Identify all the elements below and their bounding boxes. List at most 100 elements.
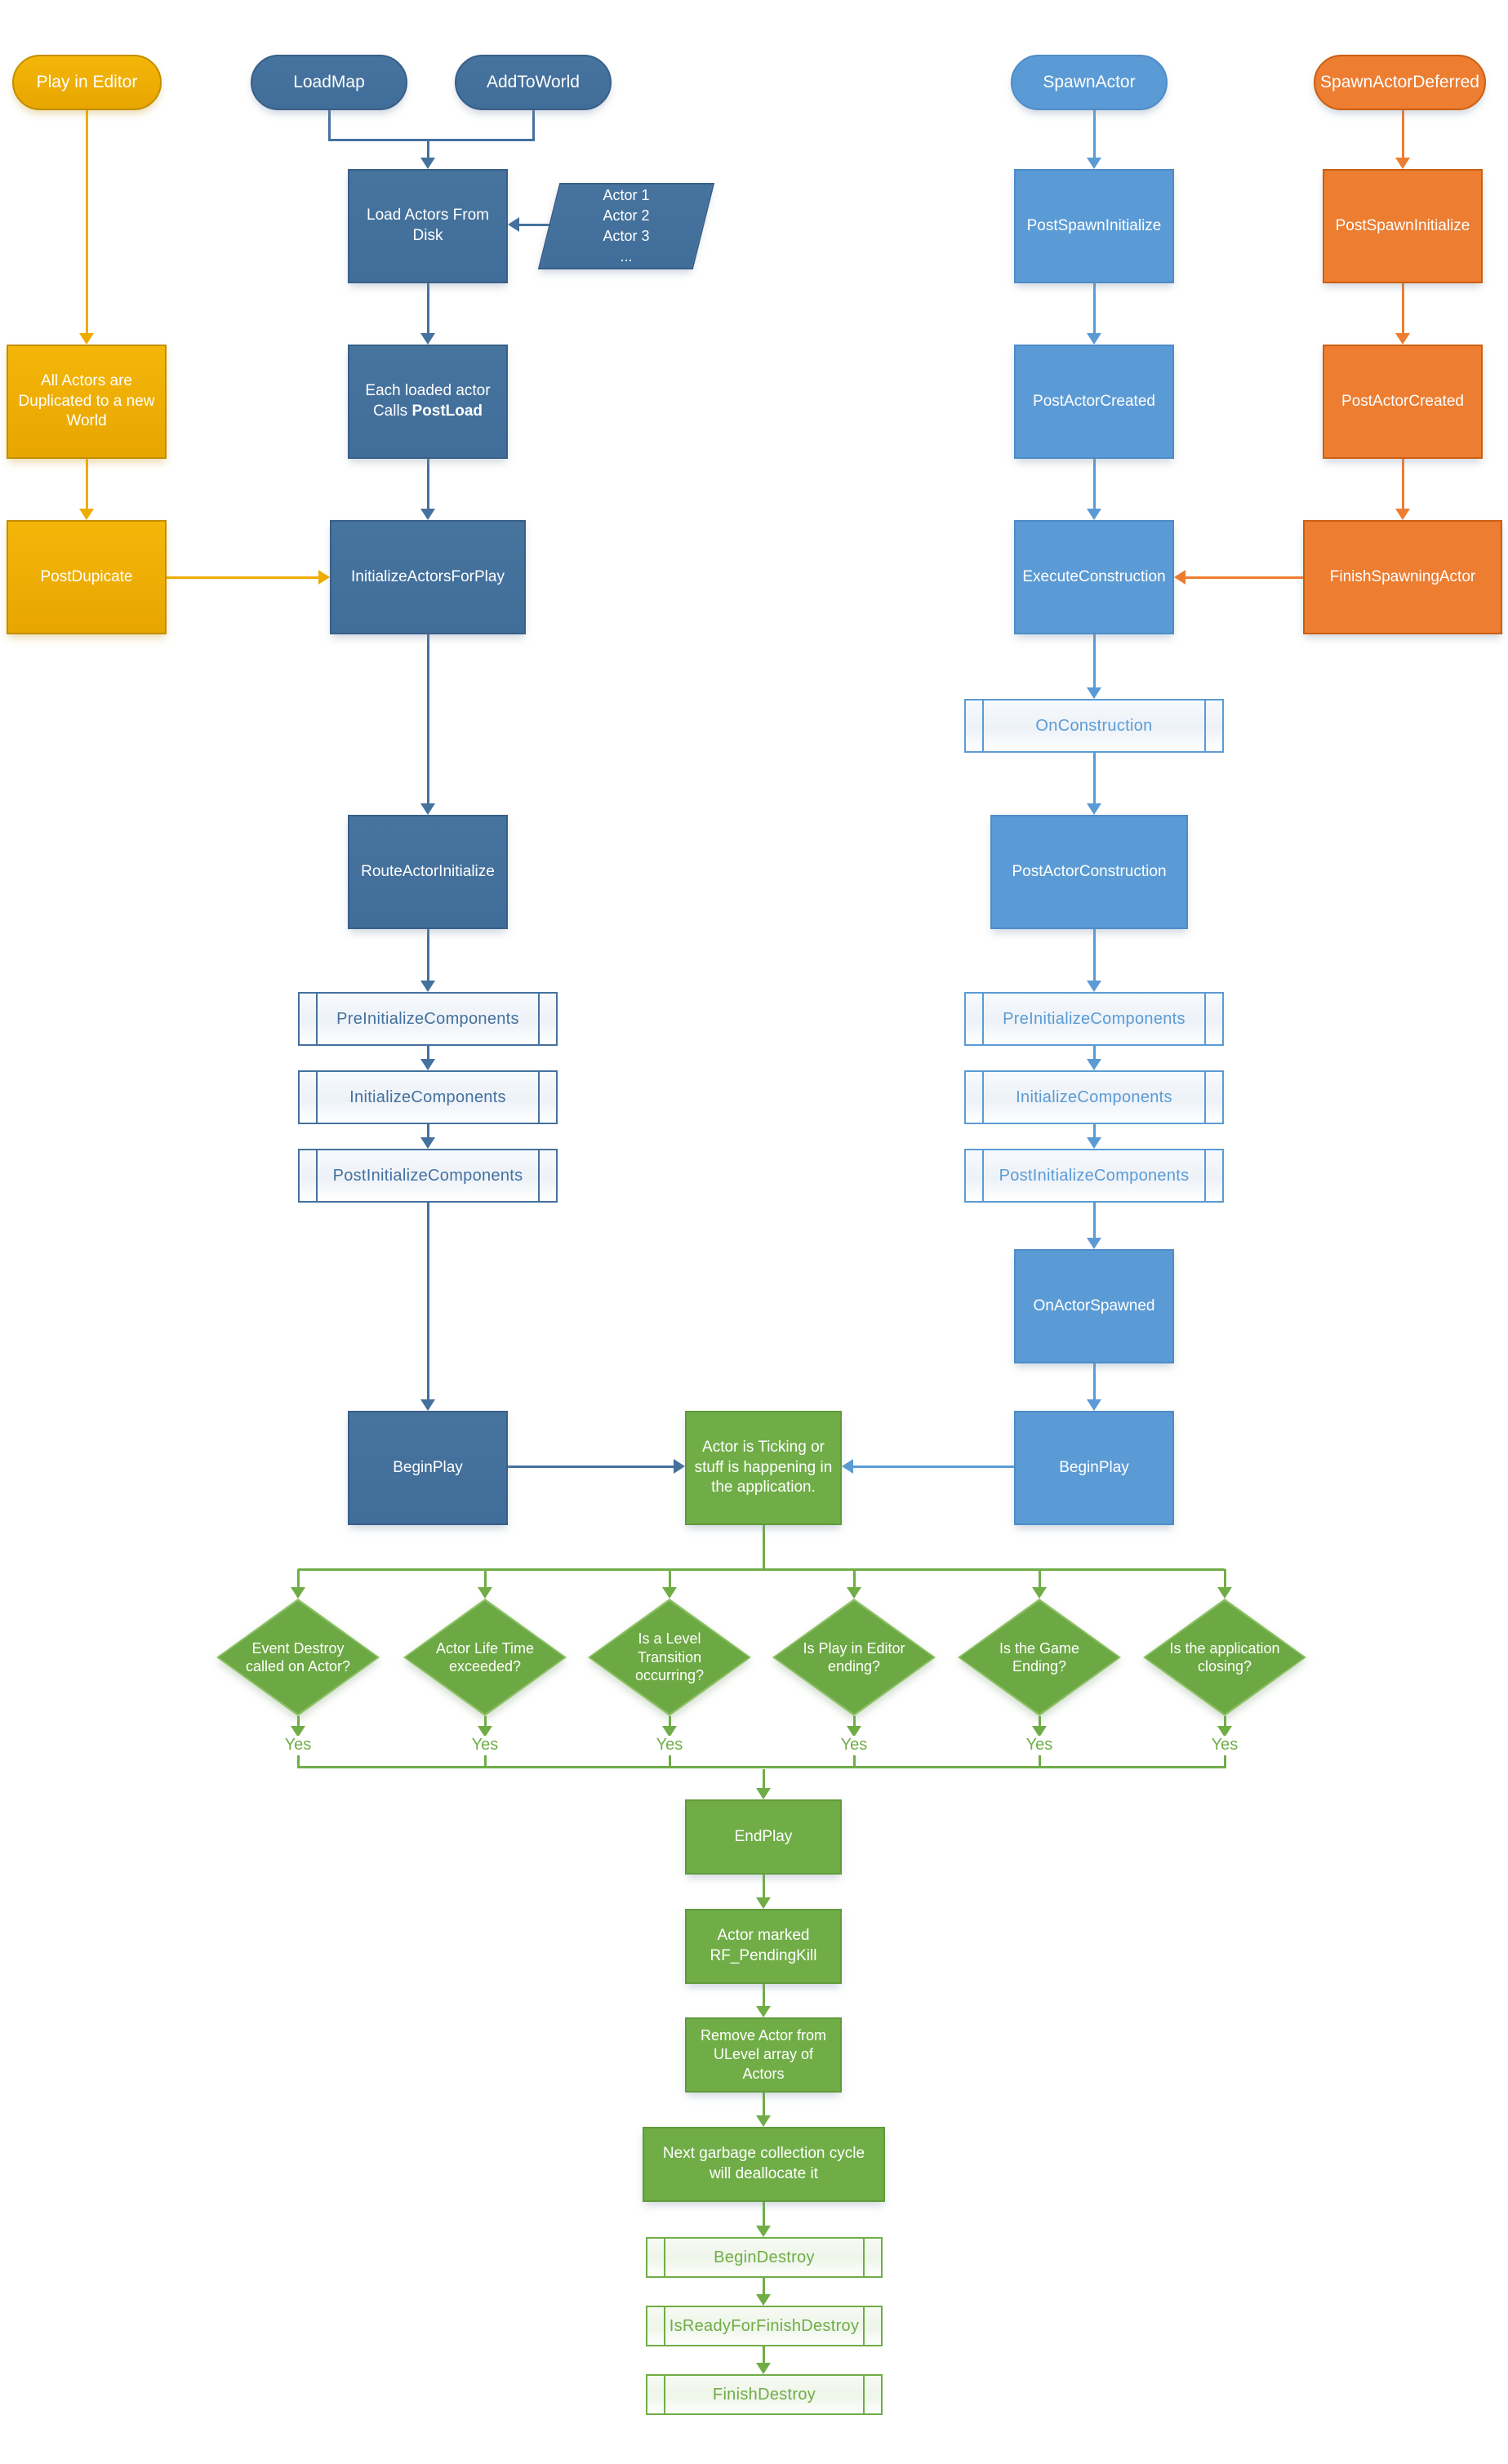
arrowhead-onactorspawned-to-beginplay-right <box>1087 1399 1101 1411</box>
arrowhead-loadactors-to-postload <box>420 333 435 345</box>
terminator-addtoworld: AddToWorld <box>455 55 612 110</box>
connector-precomponents-to-initcomponents-left <box>426 1046 429 1059</box>
diamond-text: Actor Life Time exceeded? <box>435 1639 535 1675</box>
arrowhead-initializeactorsforplay-to-routeactorinitialize <box>420 803 435 815</box>
arrowhead-diamond-to-yes-6 <box>1217 1726 1232 1737</box>
arrowhead-initcomponents-to-postcomponents-right <box>1087 1137 1101 1149</box>
diamond-text: Is Play in Editor ending? <box>803 1639 905 1675</box>
connector-yes-to-joinbar-5 <box>1038 1755 1041 1768</box>
connector-endplay-to-pendingkill <box>762 1875 765 1897</box>
arrowhead-branch-drop-1 <box>291 1587 305 1599</box>
connector-yes-to-joinbar-6 <box>1223 1755 1226 1768</box>
connector-diamond-to-yes-6 <box>1223 1716 1226 1726</box>
connector-beginplay-right-to-ticking <box>853 1465 1014 1468</box>
decision-event-destroy: Event Destroy called on Actor? <box>216 1599 380 1716</box>
connector-onactorspawned-to-beginplay-right <box>1092 1363 1096 1399</box>
process-postactorcreated-deferred: PostActorCreated <box>1323 345 1483 459</box>
arrowhead-diamond-to-yes-4 <box>847 1726 861 1737</box>
connector-spawnactordeferred-to-postspawninitialize <box>1401 110 1404 158</box>
arrowhead-postdupicate-to-initializeactorsforplay <box>318 570 330 585</box>
subroutine-postinitializecomponents-left: PostInitializeComponents <box>298 1149 558 1203</box>
connector-onconstruction-to-postactorconstruction <box>1092 753 1096 803</box>
connector-diamond-to-yes-2 <box>483 1716 487 1726</box>
decision-app-closing: Is the application closing? <box>1143 1599 1306 1716</box>
label-yes-6: Yes <box>1200 1736 1249 1755</box>
connector-ticking-down <box>762 1525 765 1571</box>
connector-remove-to-garbage <box>762 2093 765 2115</box>
connector-executeconstruction-to-onconstruction <box>1092 634 1096 687</box>
connector-initcomponents-to-postcomponents-right <box>1092 1124 1096 1137</box>
process-postactorconstruction: PostActorConstruction <box>990 815 1188 929</box>
arrowhead-endplay-to-pendingkill <box>756 1897 771 1909</box>
arrowhead-diamond-to-yes-3 <box>662 1726 677 1737</box>
connector-pendingkill-to-remove <box>762 1984 765 2006</box>
arrowhead-onconstruction-to-postactorconstruction <box>1087 803 1101 815</box>
connector-yes-to-joinbar-4 <box>852 1755 856 1768</box>
diamond-text: Is a Level Transition occurring? <box>634 1630 705 1684</box>
connector-merge-to-loadactors <box>426 140 429 158</box>
connector-branch-drop-5 <box>1038 1569 1041 1587</box>
subroutine-initializecomponents-left: InitializeComponents <box>298 1070 558 1124</box>
label-yes-3: Yes <box>645 1736 694 1755</box>
connector-beginplay-left-to-ticking <box>508 1465 674 1468</box>
subroutine-postinitializecomponents-right: PostInitializeComponents <box>964 1149 1224 1203</box>
arrowhead-begindestroy-to-isready <box>756 2294 771 2306</box>
connector-begindestroy-to-isready <box>762 2278 765 2294</box>
process-load-actors-from-disk: Load Actors From Disk <box>348 169 508 283</box>
process-postspawninitialize-spawn: PostSpawnInitialize <box>1014 169 1174 283</box>
arrowhead-branch-drop-5 <box>1032 1587 1047 1599</box>
connector-branch-drop-4 <box>852 1569 856 1587</box>
process-postload: Each loaded actor Calls PostLoad <box>348 345 508 459</box>
label-yes-4: Yes <box>830 1736 879 1755</box>
connector-merge-bar <box>329 138 535 141</box>
connector-isready-to-finishdestroy <box>762 2346 765 2363</box>
arrowhead-initcomponents-to-postcomponents-left <box>420 1137 435 1149</box>
arrowhead-beginplay-left-to-ticking <box>674 1459 685 1474</box>
connector-garbage-to-begindestroy <box>762 2202 765 2226</box>
arrowhead-postactorconstruction-to-precomponents <box>1087 981 1101 992</box>
connector-join-bar <box>298 1765 1225 1768</box>
process-beginplay-right: BeginPlay <box>1014 1411 1174 1525</box>
label-yes-1: Yes <box>274 1736 323 1755</box>
terminator-spawnactordeferred: SpawnActorDeferred <box>1314 55 1486 110</box>
process-pendingkill: Actor marked RF_PendingKill <box>685 1909 842 1984</box>
arrowhead-diamond-to-yes-1 <box>291 1726 305 1737</box>
postload-bold: PostLoad <box>411 403 483 420</box>
arrowhead-executeconstruction-to-onconstruction <box>1087 687 1101 699</box>
connector-loadmap-down <box>327 110 331 141</box>
process-actor-ticking: Actor is Ticking or stuff is happening i… <box>685 1411 842 1525</box>
connector-postactorconstruction-to-precomponents <box>1092 929 1096 981</box>
decision-level-transition: Is a Level Transition occurring? <box>588 1599 751 1716</box>
label-yes-2: Yes <box>460 1736 509 1755</box>
connector-postactorcreated-to-finishspawningactor <box>1401 459 1404 509</box>
connector-branch-drop-2 <box>483 1569 487 1587</box>
subroutine-begindestroy: BeginDestroy <box>646 2237 883 2278</box>
connector-initializeactorsforplay-to-routeactorinitialize <box>426 634 429 803</box>
connector-postspawninitialize-to-postactorcreated <box>1092 283 1096 333</box>
postload-text: Each loaded actor Calls PostLoad <box>365 382 491 420</box>
subroutine-preinitializecomponents-left: PreInitializeComponents <box>298 992 558 1046</box>
arrowhead-isready-to-finishdestroy <box>756 2363 771 2374</box>
arrowhead-remove-to-garbage <box>756 2115 771 2127</box>
connector-postload-to-initializeactorsforplay <box>426 459 429 509</box>
arrowhead-postspawninitialize-to-postactorcreated-o <box>1395 333 1410 345</box>
arrowhead-branch-drop-4 <box>847 1587 861 1599</box>
arrowhead-precomponents-to-initcomponents-right <box>1087 1059 1101 1070</box>
connector-yes-to-joinbar-3 <box>668 1755 671 1768</box>
diamond-text: Is the Game Ending? <box>999 1639 1080 1675</box>
arrowhead-precomponents-to-initcomponents-left <box>420 1059 435 1070</box>
arrowhead-beginplay-right-to-ticking <box>842 1459 853 1474</box>
process-onactorspawned: OnActorSpawned <box>1014 1249 1174 1363</box>
subroutine-isreadyforfinishdestroy: IsReadyForFinishDestroy <box>646 2306 883 2346</box>
arrowhead-pendingkill-to-remove <box>756 2006 771 2017</box>
actor-list-text: Actor 1 Actor 2 Actor 3 ... <box>603 186 650 265</box>
connector-branch-drop-1 <box>296 1569 300 1587</box>
subroutine-finishdestroy: FinishDestroy <box>646 2374 883 2415</box>
connector-diamond-to-yes-5 <box>1038 1716 1041 1726</box>
connector-diamond-to-yes-4 <box>852 1716 856 1726</box>
arrowhead-postspawninitialize-to-postactorcreated <box>1087 333 1101 345</box>
connector-allactors-to-postdupicate <box>85 459 88 509</box>
process-routeactorinitialize: RouteActorInitialize <box>348 815 508 929</box>
subroutine-initializecomponents-right: InitializeComponents <box>964 1070 1224 1124</box>
